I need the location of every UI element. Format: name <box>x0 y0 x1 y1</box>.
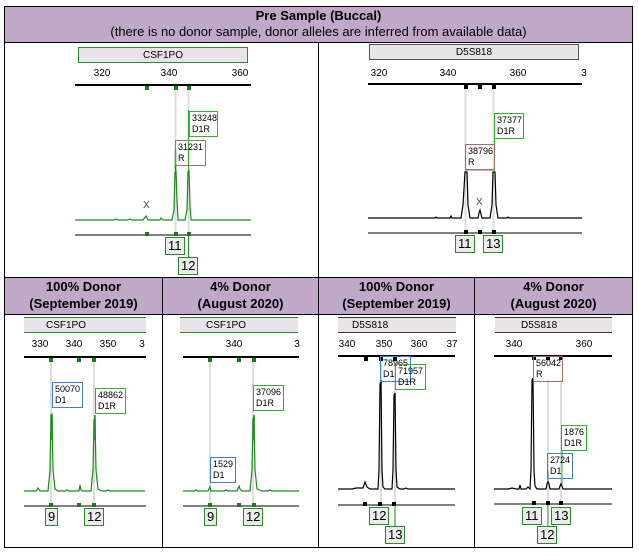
pre-sample-subtitle: (there is no donor sample, donor alleles… <box>110 24 527 39</box>
axis-tick: 360 <box>509 68 527 79</box>
peak-type: D1 <box>213 470 225 480</box>
axis-tick: 340 <box>225 339 243 350</box>
peak-height: 37377 <box>497 115 523 125</box>
peak-type: D1R <box>497 126 516 136</box>
allele-call: 12 <box>369 507 390 525</box>
peak-label-d1r: 33248 D1R <box>189 111 218 137</box>
header-line2: (August 2020) <box>510 296 597 311</box>
peak-label-d1r: 1876 D1R <box>561 425 587 451</box>
peak-height: 1529 <box>213 459 234 469</box>
axis-tick: 330 <box>31 339 49 350</box>
allele-call: 12 <box>178 257 199 275</box>
peak-type: D1R <box>564 438 583 448</box>
locus-label-csf1po: CSF1PO <box>180 317 298 333</box>
locus-label-d5s818: D5S818 <box>338 317 456 333</box>
artifact-mark: X <box>143 200 150 211</box>
allele-call: 9 <box>45 508 59 526</box>
allele-call: 11 <box>165 237 185 255</box>
header-4-donor-2020-csf: 4% Donor (August 2020) <box>163 278 318 314</box>
locus-label-d5s818: D5S818 <box>369 44 579 60</box>
peak-height: 78965 <box>383 358 409 368</box>
peak-height: 37096 <box>256 387 282 397</box>
locus-label-d5s818: D5S818 <box>495 317 612 333</box>
peak-label-d1r: 71957 D1R <box>395 364 426 390</box>
header-line1: 100% Donor <box>358 279 435 294</box>
peak-type: D1R <box>256 398 275 408</box>
header-line1: 4% Donor <box>210 279 271 294</box>
peak-height: 48862 <box>98 390 124 400</box>
axis-tick: 360 <box>410 339 428 350</box>
peak-height: 31231 <box>178 142 204 152</box>
allele-call: 13 <box>551 507 572 525</box>
peak-height: 33248 <box>192 113 218 123</box>
locus-label-csf1po: CSF1PO <box>78 47 248 63</box>
peak-label-r: 56042 R <box>533 356 563 382</box>
peak-type: D1R <box>398 377 417 387</box>
peak-height: 1876 <box>564 427 585 437</box>
peak-label-d1: 1529 D1 <box>210 457 236 483</box>
peak-label-r: 31231 R <box>175 140 206 166</box>
peak-height: 56042 <box>536 358 562 368</box>
divider-header-bottom <box>5 314 632 315</box>
allele-call: 9 <box>204 508 218 526</box>
axis-tick: 360 <box>575 339 593 350</box>
artifact-mark: X <box>476 197 483 208</box>
peak-height: 2724 <box>550 455 571 465</box>
axis-tick: 350 <box>99 339 117 350</box>
axis-tick: 3 <box>139 339 145 350</box>
peak-label-d1r: 37096 D1R <box>253 385 284 411</box>
peak-type: D1 <box>550 466 562 476</box>
axis-tick: 37 <box>446 339 458 350</box>
peak-type: D1R <box>192 124 211 134</box>
header-line2: (September 2019) <box>29 296 138 311</box>
allele-call: 13 <box>385 526 406 544</box>
header-line1: 4% Donor <box>523 279 584 294</box>
peak-label-d1r: 37377 D1R <box>494 113 524 139</box>
axis-tick: 340 <box>160 68 178 79</box>
header-100-donor-2019-csf: 100% Donor (September 2019) <box>5 278 162 314</box>
peak-label-d1r: 48862 D1R <box>95 388 126 414</box>
axis-tick: 320 <box>93 68 111 79</box>
peak-height: 50070 <box>55 384 81 394</box>
peak-label-d1: 50070 D1 <box>52 382 83 408</box>
axis-tick: 360 <box>231 68 249 79</box>
header-line2: (September 2019) <box>342 296 451 311</box>
allele-call: 11 <box>522 507 542 525</box>
peak-label-r: 38796 R <box>465 144 495 170</box>
allele-call: 11 <box>455 235 475 253</box>
peak-type: D1 <box>55 395 67 405</box>
divider-bottom-2 <box>318 277 319 547</box>
peak-height: 71957 <box>398 366 424 376</box>
allele-call: 13 <box>483 235 504 253</box>
divider-top-middle <box>318 42 319 278</box>
allele-call: 12 <box>243 508 264 526</box>
axis-tick: 340 <box>338 339 356 350</box>
axis-tick: 350 <box>375 339 393 350</box>
axis-tick: 340 <box>439 68 457 79</box>
header-line1: 100% Donor <box>45 279 122 294</box>
allele-call: 12 <box>84 508 105 526</box>
results-table <box>4 6 633 548</box>
axis-tick: 340 <box>505 339 523 350</box>
axis-tick: 320 <box>370 68 388 79</box>
peak-type: R <box>536 369 543 379</box>
peak-type: D1R <box>98 401 117 411</box>
header-line2: (August 2020) <box>197 296 284 311</box>
axis-tick: 340 <box>65 339 83 350</box>
peak-type: R <box>178 153 185 163</box>
peak-type: R <box>468 157 475 167</box>
locus-label-csf1po: CSF1PO <box>24 317 146 333</box>
peak-label-d1: 2724 D1 <box>547 453 573 479</box>
divider-bottom-3 <box>474 277 475 547</box>
peak-height: 38796 <box>468 146 494 156</box>
header-100-donor-2019-d5: 100% Donor (September 2019) <box>319 278 474 314</box>
divider-bottom-1 <box>162 277 163 547</box>
pre-sample-header: Pre Sample (Buccal) (there is no donor s… <box>5 7 632 43</box>
header-4-donor-2020-d5: 4% Donor (August 2020) <box>475 278 632 314</box>
peak-type: D1 <box>383 369 395 379</box>
allele-call: 12 <box>537 526 558 544</box>
pre-sample-title: Pre Sample (Buccal) <box>255 8 382 23</box>
axis-tick: 3 <box>581 68 587 79</box>
axis-tick: 3 <box>294 339 300 350</box>
